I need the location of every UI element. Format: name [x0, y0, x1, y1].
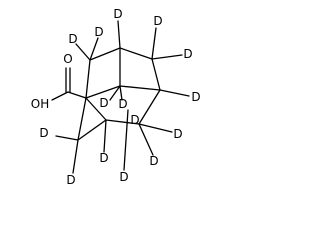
bond-c6-d-a: [138, 123, 173, 133]
bond-c1-c2: [85, 59, 91, 99]
bond-c9-d-a: [109, 85, 121, 101]
molecule-svg: OH O D D D D D D D D D D D D D D D: [31, 7, 201, 187]
atom-label-layer: OH O D D D D D D D D D D D D D D D: [31, 7, 201, 187]
hydroxyl-label: OH: [31, 97, 49, 111]
carbonyl-oxygen-label: O: [63, 52, 72, 66]
deuterium-label: D: [66, 173, 75, 187]
bond-c7-c1: [85, 97, 107, 121]
deuterium-label: D: [149, 154, 158, 168]
bond-c4-d-a: [151, 27, 157, 60]
deuterium-label: D: [68, 32, 77, 46]
bond-c5-d: [159, 89, 190, 97]
deuterium-label: D: [153, 14, 162, 28]
bond-c9-c5: [119, 85, 161, 91]
bond-c1-c8: [77, 97, 87, 141]
deuterium-label: D: [94, 25, 103, 39]
deuterium-label: D: [173, 127, 182, 141]
deuterium-bond-layer: [55, 20, 190, 174]
bond-c9-d-b: [119, 85, 123, 101]
deuterium-label: D: [113, 7, 122, 21]
bond-layer: [51, 47, 161, 141]
bond-c2-d-a: [75, 43, 91, 61]
deuterium-label: D: [99, 151, 108, 165]
bond-c3-d: [117, 20, 121, 49]
deuterium-label: D: [99, 96, 108, 110]
bond-c3-c4: [119, 47, 153, 60]
molecule-drawing: OH O D D D D D D D D D D D D D D D: [31, 7, 201, 187]
bond-c1-carboxyl: [67, 91, 87, 99]
bond-c2-c3: [89, 47, 121, 61]
bond-c9-d-c: [123, 109, 129, 171]
deuterium-label: D: [183, 47, 192, 61]
deuterium-label: D: [130, 113, 139, 127]
deuterium-label: D: [118, 97, 127, 111]
deuterium-label: D: [191, 90, 200, 104]
bond-c2-d-b: [89, 37, 99, 61]
bond-c1-c9: [85, 85, 121, 99]
bond-c8-d-a: [55, 135, 79, 141]
bond-c5-c6: [138, 89, 161, 125]
bond-c8-c7: [77, 119, 107, 141]
bond-c4-d-b: [151, 54, 183, 60]
deuterium-label: D: [119, 170, 128, 184]
deuterium-label: D: [39, 126, 48, 140]
bond-c7-d: [103, 119, 107, 153]
bond-c6-d-b: [138, 123, 154, 156]
bond-c6-c7: [105, 119, 140, 125]
bond-c4-c5: [151, 58, 161, 91]
bond-carboxyl-oh: [51, 91, 69, 101]
bond-c8-d-b: [72, 139, 79, 174]
